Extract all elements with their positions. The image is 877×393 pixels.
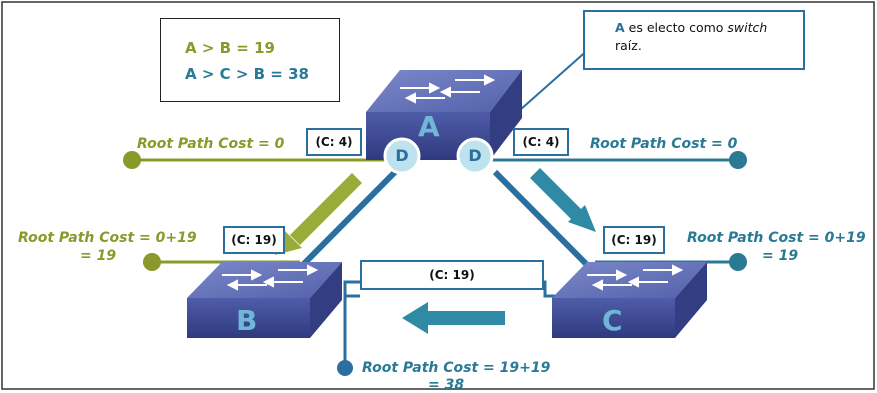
rpc-a-left: Root Path Cost = 0	[137, 136, 285, 152]
rpc-c-line1: Root Path Cost = 0+19	[687, 230, 866, 246]
summary-line-2: A > C > B = 38	[185, 65, 309, 83]
rpc-dot-b	[143, 253, 161, 271]
summary-line-1: A > B = 19	[185, 39, 275, 57]
switch-a-label: A	[418, 110, 440, 143]
callout-text-part1: es electo como	[624, 20, 728, 35]
switch-b-label: B	[236, 304, 258, 337]
cost-box-b: (C: 19)	[223, 226, 285, 254]
left-arrow-icon	[402, 302, 505, 334]
rpc-c-line2: = 19	[762, 248, 799, 264]
rpc-bottom-line1: Root Path Cost = 19+19	[362, 360, 551, 376]
switch-b-icon	[187, 262, 342, 338]
rpc-b-line1: Root Path Cost = 0+19	[18, 230, 197, 246]
port-d-right-label: D	[468, 146, 482, 165]
port-d-left	[383, 137, 421, 175]
cost-box-a-left: (C: 4)	[306, 128, 362, 156]
rpc-b-line2: = 19	[80, 248, 117, 264]
green-arrow-icon	[275, 173, 362, 255]
port-d-right	[456, 137, 494, 175]
rpc-a-right: Root Path Cost = 0	[590, 136, 738, 152]
port-d-left-label: D	[395, 146, 409, 165]
cost-box-c: (C: 19)	[603, 226, 665, 254]
cost-box-a-right: (C: 4)	[513, 128, 569, 156]
callout-line-2: raíz.	[615, 38, 642, 53]
rpc-dot-c	[729, 253, 747, 271]
rpc-dot-a-left	[123, 151, 141, 169]
summary-box: A > B = 19 A > C > B = 38	[160, 18, 340, 102]
callout-a-letter: A	[615, 20, 625, 35]
switch-c-icon	[552, 262, 707, 338]
cost-box-bc: (C: 19)	[360, 260, 544, 290]
root-callout: A es electo como switch raíz.	[583, 10, 805, 70]
callout-italic: switch	[727, 20, 768, 35]
rpc-bottom-line2: = 38	[428, 377, 465, 393]
switch-c-label: C	[602, 304, 623, 337]
callout-pointer	[519, 47, 591, 111]
teal-arrow-icon	[530, 168, 596, 232]
callout-line-1: A es electo como switch	[615, 19, 767, 37]
rpc-dot-bottom	[337, 360, 353, 376]
rpc-dot-a-right	[729, 151, 747, 169]
